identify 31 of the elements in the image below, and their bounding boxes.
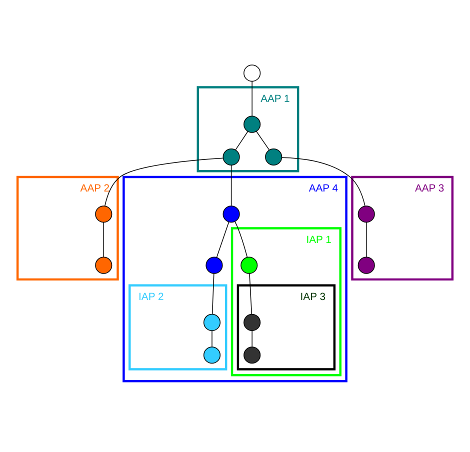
node-circle bbox=[358, 256, 375, 274]
node-circle bbox=[265, 148, 282, 166]
node-circle bbox=[244, 116, 261, 133]
node-circle bbox=[95, 256, 112, 274]
connector bbox=[281, 157, 366, 206]
connector bbox=[212, 273, 214, 314]
connector bbox=[103, 222, 104, 258]
cluster: IAP 3 bbox=[236, 284, 336, 370]
cluster: AAP 1 bbox=[196, 86, 300, 172]
node-circle bbox=[206, 256, 223, 274]
node-circle bbox=[203, 314, 221, 331]
node-circle bbox=[244, 64, 261, 82]
node-circle bbox=[240, 256, 258, 274]
connector bbox=[235, 131, 248, 150]
connector bbox=[366, 222, 367, 258]
connector bbox=[104, 158, 224, 206]
node-circle bbox=[203, 346, 221, 364]
node-circle bbox=[358, 206, 375, 223]
node-circle bbox=[95, 206, 112, 223]
node-circle bbox=[222, 148, 240, 166]
node-circle bbox=[222, 206, 240, 223]
cluster: AAP 2 bbox=[16, 176, 119, 281]
connector bbox=[256, 131, 270, 150]
cluster: IAP 2 bbox=[128, 284, 228, 370]
connector bbox=[230, 164, 232, 206]
connector bbox=[216, 222, 230, 258]
connector bbox=[234, 221, 248, 258]
node-circle bbox=[244, 314, 261, 331]
cluster: AAP 3 bbox=[351, 176, 454, 281]
node-circle bbox=[244, 346, 261, 364]
connector bbox=[249, 273, 252, 314]
